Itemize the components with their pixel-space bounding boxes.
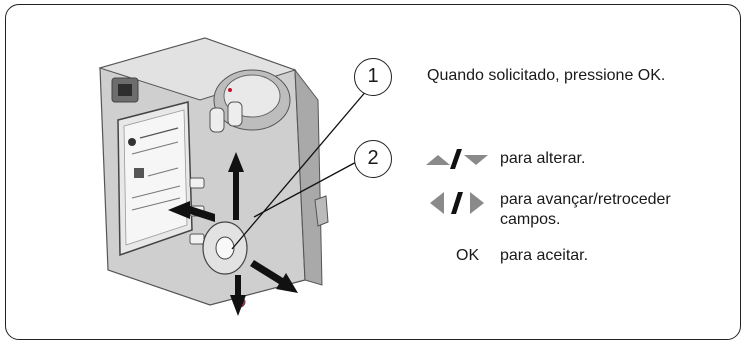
step-2-number: 2 xyxy=(354,140,392,178)
ok-key-label: OK xyxy=(456,247,480,264)
step-1-text: Quando solicitado, pressione OK. xyxy=(427,67,666,84)
left-right-arrows-icon xyxy=(430,192,484,214)
camera-illustration xyxy=(98,37,329,316)
up-down-arrows-icon xyxy=(426,149,488,169)
step-2-fields-text: para avançar/retroceder campos. xyxy=(500,191,671,228)
step-2-accept-text: para aceitar. xyxy=(500,247,589,264)
callout-frame xyxy=(5,4,741,340)
step-2-change-text: para alterar. xyxy=(500,150,586,167)
step-1-number: 1 xyxy=(354,58,392,96)
